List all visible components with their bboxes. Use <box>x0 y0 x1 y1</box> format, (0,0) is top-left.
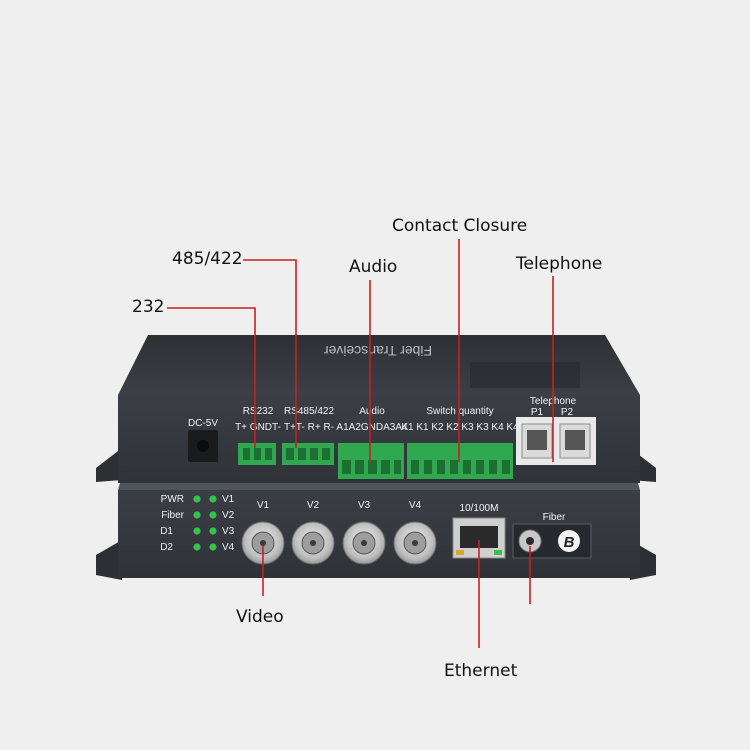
led-v-label: V4 <box>222 542 235 553</box>
lid-sticker <box>470 362 580 388</box>
switch-screw <box>411 460 419 474</box>
dc-jack-hole <box>197 440 209 452</box>
switch-screw <box>463 460 471 474</box>
callout-video: Video <box>236 607 284 627</box>
switch-screw <box>424 460 432 474</box>
audio-label: Audio <box>359 406 385 417</box>
rs485-screw <box>298 448 306 460</box>
led-d1 <box>193 527 201 535</box>
callout-rs485: 485/422 <box>172 249 243 269</box>
led-label-d1: D1 <box>160 526 173 537</box>
led-v-label: V2 <box>222 510 235 521</box>
led-v2 <box>209 511 217 519</box>
led-fiber <box>193 511 201 519</box>
callout-ethernet: Ethernet <box>444 661 518 681</box>
rs232-screw <box>243 448 250 460</box>
switch-screw <box>476 460 484 474</box>
switch-pins: K1 K1 K2 K2 K3 K3 K4 K4 <box>401 422 519 433</box>
callout-lines <box>167 239 554 648</box>
bottom-unit-top-edge <box>118 483 640 490</box>
led-v3 <box>209 527 217 535</box>
rs485-terminal <box>282 443 334 465</box>
switch-terminal <box>407 443 513 479</box>
led-v-label: V1 <box>222 494 235 505</box>
callout-telephone: Telephone <box>516 254 603 274</box>
bnc-label-v2: V2 <box>307 500 320 511</box>
led-v1 <box>209 495 217 503</box>
rs485-pins: T+T- R+ R- <box>284 422 334 433</box>
top-unit: Fiber Transceiver DC-5V RS232 T+ GNDT- R… <box>96 335 656 483</box>
switch-screw <box>502 460 510 474</box>
ethernet-led <box>494 550 502 555</box>
led-v-label: V3 <box>222 526 235 537</box>
audio-screw <box>342 460 351 474</box>
bnc-connector-v3 <box>342 521 386 565</box>
rs232-label: RS232 <box>243 406 274 417</box>
switch-screw <box>437 460 445 474</box>
bnc-connector-v4 <box>393 521 437 565</box>
switch-screw <box>450 460 458 474</box>
bottom-left-ear <box>96 540 122 580</box>
callout-rs232: 232 <box>132 297 165 317</box>
led-label-fiber: Fiber <box>161 510 184 521</box>
rs232-screw <box>265 448 272 460</box>
callout-line-232 <box>167 307 256 448</box>
dc-label: DC-5V <box>188 418 218 429</box>
ethernet-led <box>456 550 464 555</box>
rs232-pins: T+ GNDT- <box>235 422 281 433</box>
rs485-label: RS485/422 <box>284 406 334 417</box>
phone-p2-label: P2 <box>561 407 574 418</box>
rs232-screw <box>254 448 261 460</box>
bottom-unit: PWR Fiber D1 D2 V1 V2 V3 V4 V1 V2 V3 V4 <box>96 483 656 580</box>
ethernet-port-opening <box>460 526 498 548</box>
fiber-label: Fiber <box>543 512 566 523</box>
audio-screw <box>368 460 377 474</box>
bnc-label-v1: V1 <box>257 500 270 511</box>
rs485-screw <box>286 448 294 460</box>
fiber-connector-core <box>526 537 534 545</box>
audio-screw <box>394 460 401 474</box>
bnc-label-v3: V3 <box>358 500 371 511</box>
led-d2 <box>193 543 201 551</box>
lid-brand-text: Fiber Transceiver <box>324 343 432 359</box>
bnc-label-v4: V4 <box>409 500 422 511</box>
phone-port-p1-jack <box>527 430 547 450</box>
callout-audio: Audio <box>349 257 398 277</box>
led-pwr <box>193 495 201 503</box>
fiber-badge-icon <box>558 530 580 552</box>
bnc-connector-v2 <box>291 521 335 565</box>
led-v4 <box>209 543 217 551</box>
phone-port-p2-jack <box>565 430 585 450</box>
callout-line-485 <box>243 259 297 448</box>
led-label-d2: D2 <box>160 542 173 553</box>
audio-screw <box>381 460 390 474</box>
audio-screw <box>355 460 364 474</box>
switch-label: Switch quantity <box>426 406 493 417</box>
audio-pins: A1A2GNDA3A4 <box>336 422 408 433</box>
led-label-pwr: PWR <box>161 494 184 505</box>
eth-label: 10/100M <box>460 503 499 514</box>
fiber-badge-text: B <box>564 534 575 551</box>
phone-p1-label: P1 <box>531 407 544 418</box>
switch-screw <box>489 460 497 474</box>
top-left-ear <box>96 448 122 482</box>
rs485-screw <box>310 448 318 460</box>
callout-contact-closure: Contact Closure <box>392 216 528 236</box>
rs485-screw <box>322 448 330 460</box>
